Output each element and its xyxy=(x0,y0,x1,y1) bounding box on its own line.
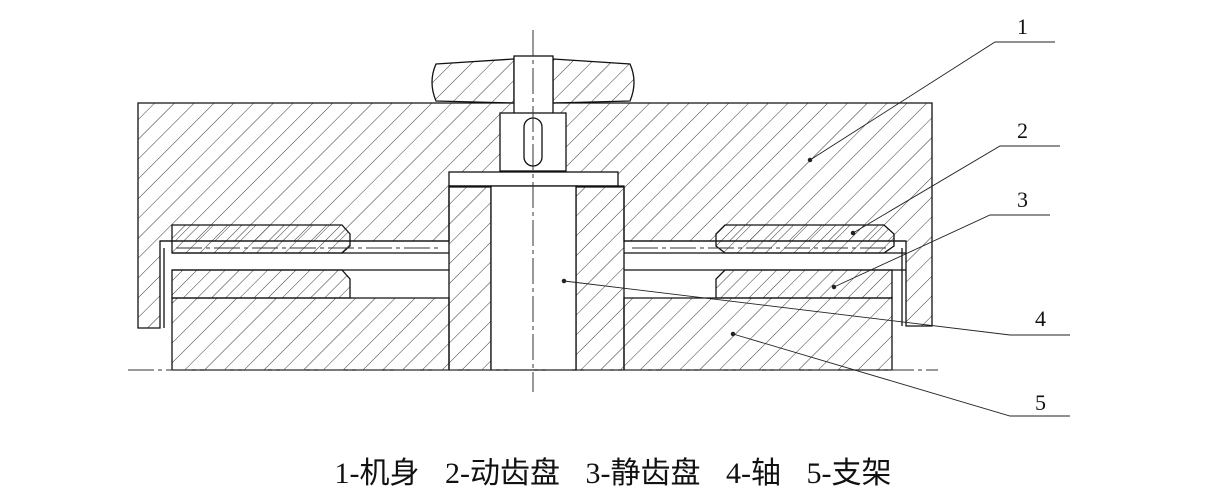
callout-4: 4 xyxy=(1035,306,1046,331)
leader-2 xyxy=(850,145,1060,236)
bracket-base-left xyxy=(171,297,450,371)
bracket xyxy=(448,185,492,371)
bracket-base-right xyxy=(623,297,893,371)
callout-3: 3 xyxy=(1017,187,1028,212)
moving-disc-right xyxy=(715,224,895,254)
caption-item-2: 2-动齿盘 xyxy=(445,457,560,490)
leader-3 xyxy=(831,214,1050,290)
bracket-right xyxy=(575,185,625,371)
figure-caption: 1-机身 2-动齿盘 3-静齿盘 4-轴 5-支架 xyxy=(0,448,1226,492)
top-knob-right xyxy=(552,58,635,104)
callout-5: 5 xyxy=(1035,390,1046,415)
callout-2: 2 xyxy=(1017,118,1028,143)
leader-4 xyxy=(561,278,1070,336)
caption-item-5: 5-支架 xyxy=(806,457,892,490)
top-knob xyxy=(431,58,515,104)
caption-item-3: 3-静齿盘 xyxy=(585,457,701,490)
caption-item-4: 4-轴 xyxy=(726,457,781,490)
leader-1 xyxy=(807,41,1055,163)
static-disc-right xyxy=(715,269,893,299)
caption-item-1: 1-机身 xyxy=(334,457,420,490)
leader-5 xyxy=(730,331,1070,417)
moving-disc-left xyxy=(171,224,351,254)
cross-section-diagram: 1 2 3 4 5 xyxy=(128,14,1070,417)
static-disc-left xyxy=(171,269,351,299)
callout-1: 1 xyxy=(1017,14,1028,39)
